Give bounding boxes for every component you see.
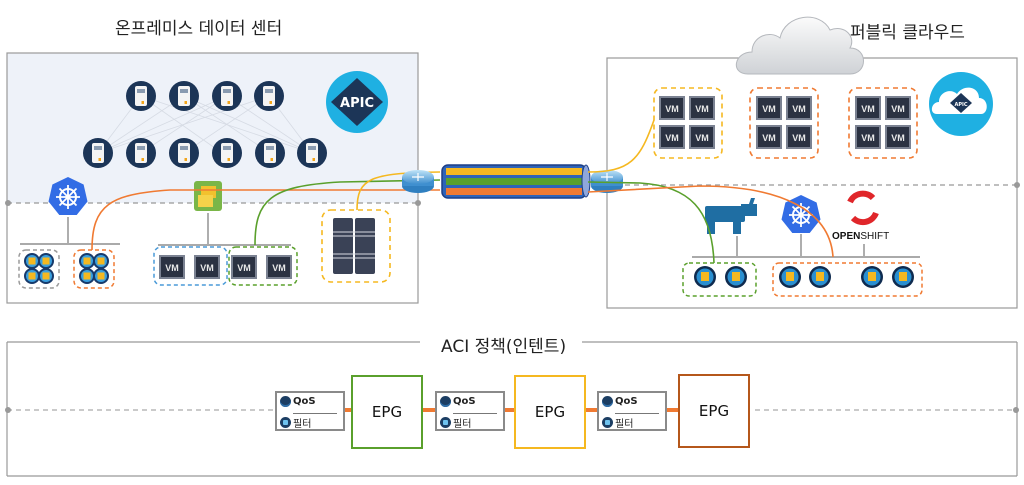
onprem-title: 온프레미스 데이터 센터	[115, 19, 283, 39]
onprem-router-icon	[401, 169, 435, 194]
vmware-icon	[194, 181, 222, 211]
link-yellow-cloud	[587, 119, 655, 173]
pod-group-orange	[73, 249, 115, 289]
epg-green[interactable]: EPG	[351, 375, 423, 449]
epg-brown[interactable]: EPG	[678, 374, 750, 448]
openshift-icon	[847, 190, 879, 226]
link-orange-cloud	[587, 185, 834, 258]
link-green-cloud	[587, 181, 715, 264]
policy-link	[345, 408, 352, 412]
cloud-pod-group-orange	[772, 262, 923, 297]
policy-title: ACI 정책(인텐트)	[441, 337, 567, 357]
wan-tunnel	[441, 164, 591, 199]
pod-group-grey	[18, 249, 60, 289]
policy-link	[423, 408, 435, 412]
baremetal-group	[321, 209, 391, 283]
qos-icon	[280, 396, 291, 407]
contract-1[interactable]: QoS 필터	[275, 391, 345, 431]
svg-text:APIC: APIC	[954, 102, 967, 108]
fabric-mesh	[97, 95, 313, 154]
contract-2[interactable]: QoS 필터	[435, 391, 505, 431]
cloud-title: 퍼블릭 클라우드	[850, 23, 965, 43]
filter-icon	[440, 417, 451, 428]
epg-yellow[interactable]: EPG	[514, 375, 586, 449]
cloud-vm-group-orange-2	[848, 87, 918, 159]
link-orange-onprem	[91, 189, 440, 251]
svg-text:APIC: APIC	[340, 96, 374, 111]
cloud-icon	[736, 16, 864, 75]
qos-icon	[440, 396, 451, 407]
filter-icon	[280, 417, 291, 428]
policy-link	[505, 408, 515, 412]
openshift-label: OPENSHIFT	[832, 231, 890, 242]
filter-icon	[602, 417, 613, 428]
vm-group-green	[228, 246, 298, 286]
contract-3[interactable]: QoS 필터	[597, 391, 667, 431]
cloud-apic-icon: APIC	[929, 72, 993, 136]
policy-link	[667, 408, 679, 412]
cloud-vm-group-yellow	[653, 87, 723, 159]
link-green-onprem	[254, 179, 441, 246]
rancher-icon	[705, 198, 757, 234]
vm-group-blue	[153, 246, 228, 286]
cloud-pod-group-green	[682, 262, 757, 297]
qos-icon	[602, 396, 613, 407]
baremetal-server-icon	[333, 218, 375, 274]
policy-link	[586, 408, 598, 412]
cloud-vm-group-orange-1	[749, 87, 819, 159]
apic-icon: APIC	[326, 71, 388, 133]
